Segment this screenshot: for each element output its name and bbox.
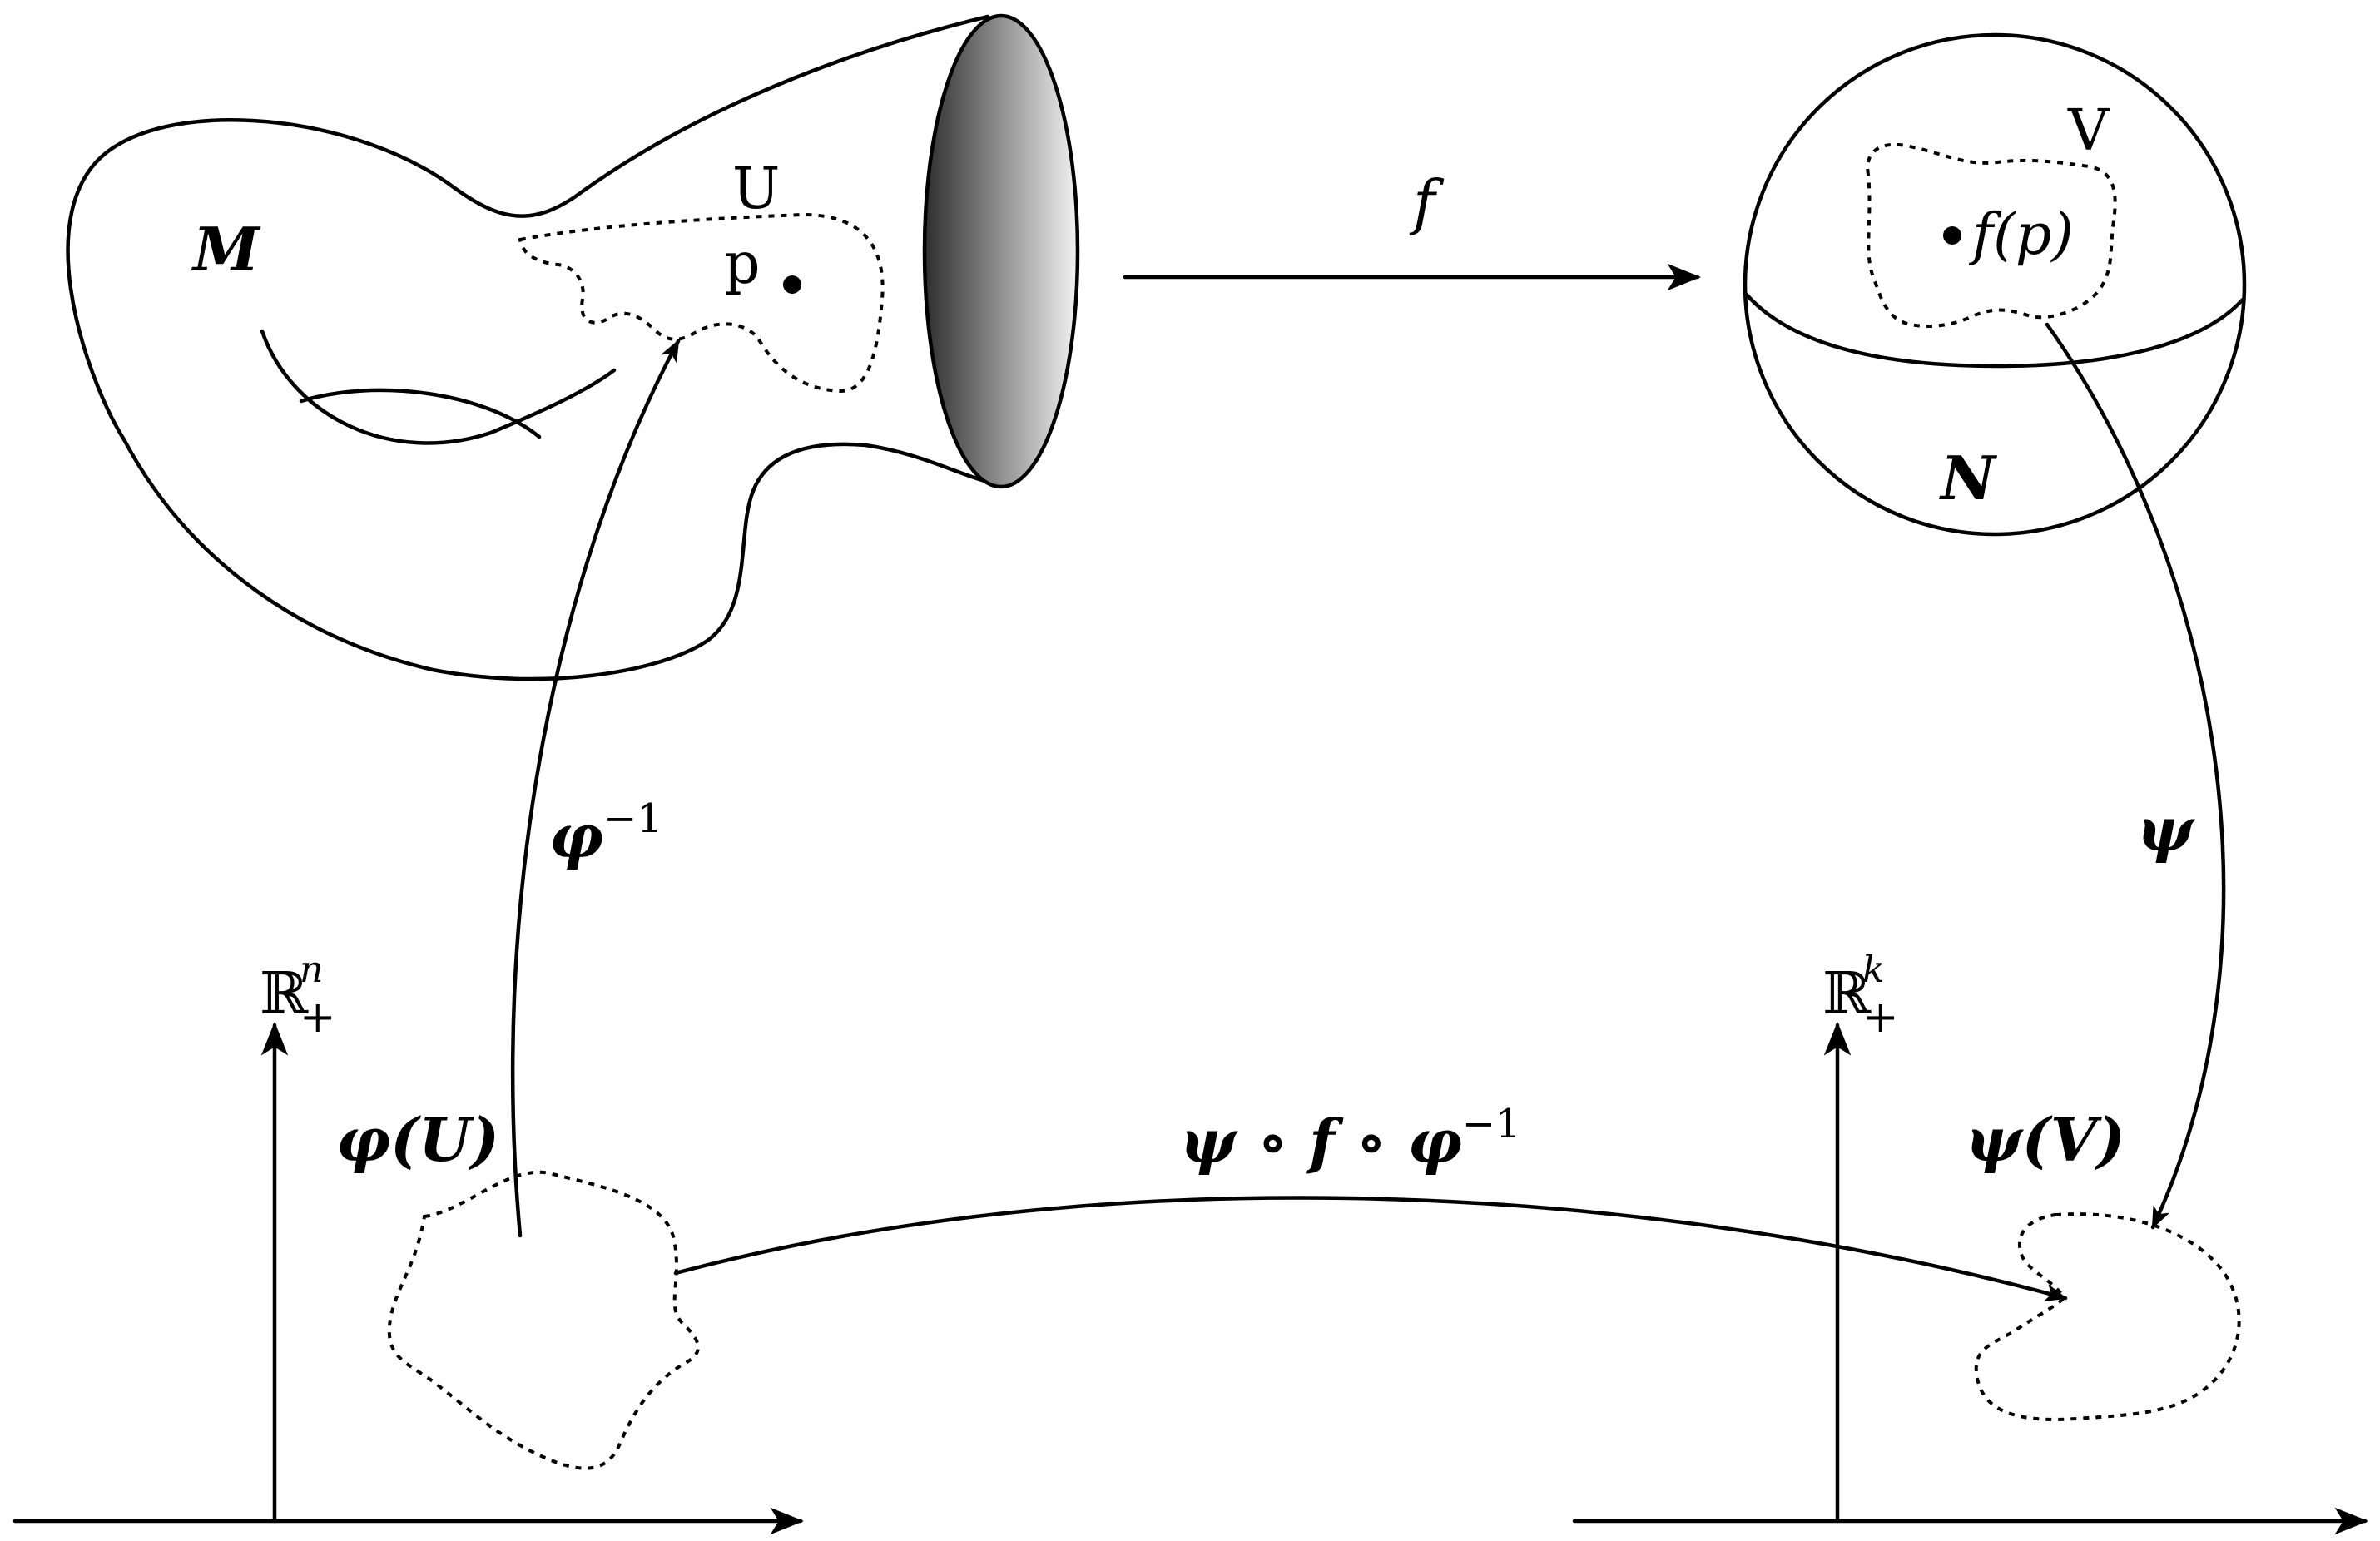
label-composite-base: ψ ∘ f ∘ φ: [1180, 1106, 1462, 1177]
neighborhood-V: [1866, 142, 2117, 328]
region-psi-V: [1974, 1212, 2241, 1421]
label-M: M: [191, 214, 261, 285]
point-p: [783, 275, 801, 294]
label-U: U: [732, 156, 780, 222]
torus-hole-lower-curve: [299, 388, 542, 439]
label-N: N: [1939, 443, 1998, 513]
arrow-psi: [2045, 322, 2226, 1230]
manifold-M-outline: [66, 14, 1001, 681]
chart-space-right: [1572, 1021, 2369, 1535]
label-Rn-sup: n: [300, 949, 323, 991]
boundary-cap: [922, 13, 1080, 489]
neighborhood-U: [518, 212, 885, 394]
sphere-N-outline: [1743, 32, 2247, 537]
label-Rn-plus: ℝ: [260, 959, 309, 1028]
arrow-composite: [673, 1196, 2068, 1302]
label-composite-exp: −1: [1462, 1101, 1521, 1147]
sphere-N-equator: [1743, 290, 2245, 369]
label-Rk-plus: ℝ: [1822, 959, 1872, 1028]
manifold-M: [66, 13, 1080, 681]
point-fp: [1943, 226, 1961, 245]
arrow-phi-inverse: [510, 339, 681, 1238]
label-composite: ψ ∘ f ∘ φ−1: [1180, 1101, 1521, 1177]
label-Rk-base: ℝ: [1822, 959, 1872, 1028]
label-Rn-sub: +: [300, 993, 336, 1043]
label-phi-U: φ(U): [336, 1104, 499, 1175]
label-psi-V: ψ(V): [1966, 1104, 2125, 1175]
label-phi-inverse-exp: −1: [603, 795, 662, 842]
label-V: V: [2067, 98, 2110, 164]
label-phi-inverse-base: φ: [549, 800, 603, 871]
label-psi: ψ: [2137, 794, 2195, 865]
label-Rk-sub: +: [1862, 993, 1899, 1043]
region-phi-U: [387, 1170, 700, 1470]
label-phi-inverse: φ−1: [549, 795, 662, 871]
label-Rn-base: ℝ: [260, 959, 309, 1028]
chart-space-left: [12, 1021, 805, 1535]
label-Rk-sup: k: [1862, 949, 1885, 991]
label-p: p: [724, 231, 761, 297]
label-f: f: [1409, 167, 1445, 237]
torus-hole-upper-curve: [260, 329, 617, 445]
manifold-N: [1743, 32, 2247, 537]
label-fp: f(p): [1968, 202, 2074, 268]
